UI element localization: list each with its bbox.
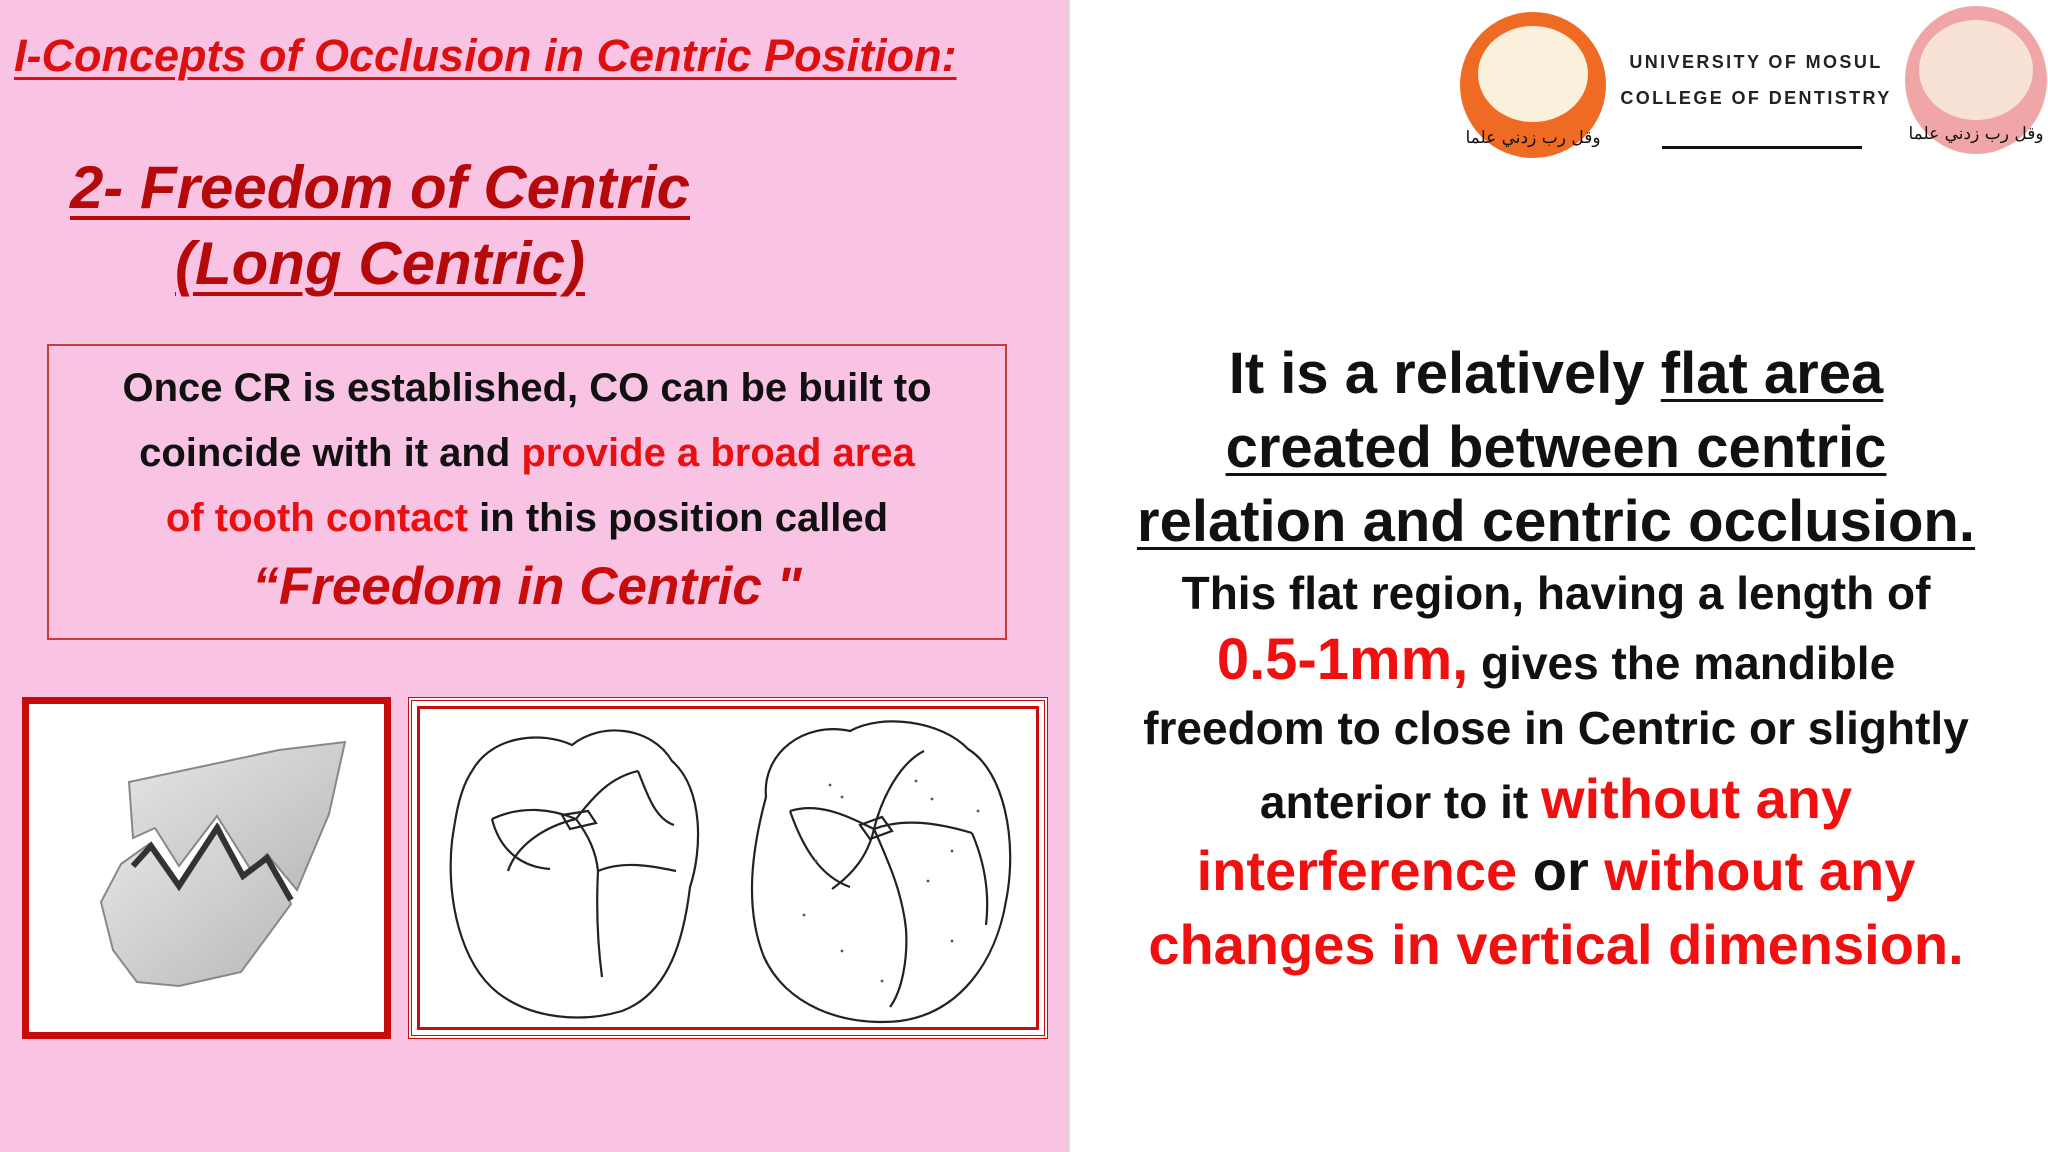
description-line-3: freedom to close in Centric or slightly: [1143, 702, 1969, 754]
subtitle: 2- Freedom of Centric (Long Centric): [60, 150, 700, 302]
concept-text: Once CR is established, CO can be built …: [49, 356, 1005, 551]
header-divider: [1662, 146, 1862, 149]
occlusal-contact-line: [130, 822, 294, 902]
college-logo-emblem: [1919, 20, 2033, 120]
concept-line-1: Once CR is established, CO can be built …: [122, 366, 932, 410]
description-line-5-highlight-b: without any: [1604, 839, 1916, 902]
description-line-4-plain: anterior to it: [1259, 776, 1542, 828]
concept-box: Once CR is established, CO can be built …: [47, 344, 1007, 640]
concept-line-2-highlight: provide a broad area: [521, 431, 915, 475]
university-logo-emblem: [1478, 26, 1588, 122]
college-logo: وقل رب زدني علما: [1905, 6, 2047, 154]
description-line-5-highlight-a: interference: [1196, 839, 1518, 902]
university-logo-script: وقل رب زدني علما: [1465, 128, 1601, 148]
college-logo-script: وقل رب زدني علما: [1908, 124, 2044, 144]
subtitle-line-2: (Long Centric): [175, 230, 585, 297]
subtitle-line-1: 2- Freedom of Centric: [69, 154, 691, 221]
concept-line-3-plain: in this position called: [468, 496, 889, 540]
definition-line-1: It is a relatively flat area: [1086, 337, 2026, 411]
description-line-4-highlight: without any: [1541, 767, 1853, 830]
college-name: COLLEGE OF DENTISTRY: [1620, 88, 1892, 108]
definition-line-3-underlined: relation and centric occlusion.: [1137, 489, 1975, 554]
section-title: I-Concepts of Occlusion in Centric Posit…: [14, 30, 957, 81]
right-molar-pit: [858, 815, 894, 841]
description-line-5: interference or without any: [1086, 838, 2026, 903]
right-molar-outline: [750, 720, 1012, 1023]
university-logo: وقل رب زدني علما: [1460, 12, 1606, 158]
concept-line-3-highlight: of tooth contact: [165, 496, 469, 540]
description-line-6-highlight: changes in vertical dimension.: [1148, 913, 1964, 976]
university-name: UNIVERSITY OF MOSUL: [1629, 52, 1883, 72]
molar-occlusal-figure: [408, 697, 1048, 1039]
description-line-1: This flat region, having a length of: [1181, 567, 1931, 619]
description-line-6: changes in vertical dimension.: [1086, 912, 2026, 977]
left-molar-pit: [560, 809, 598, 831]
description-line-4: anterior to it without any: [1086, 766, 2026, 831]
left-panel: I-Concepts of Occlusion in Centric Posit…: [0, 0, 1070, 1152]
definition-line-2-underlined: created between centric: [1225, 415, 1887, 480]
definition-line-2: created between centric: [1086, 411, 2026, 485]
description-line-5-plain: or: [1517, 839, 1605, 902]
description-line-2-plain: gives the mandible: [1468, 637, 1896, 689]
right-molar-stipple: [802, 779, 980, 983]
cusp-fossa-illustration: [99, 740, 347, 988]
concept-line-2-plain: coincide with it and: [139, 431, 522, 475]
definition-line-1-underlined: flat area: [1660, 341, 1884, 406]
description-line-2: 0.5-1mm, gives the mandible: [1086, 626, 2026, 693]
length-value: 0.5-1mm,: [1216, 627, 1469, 692]
right-molar-grooves: [788, 750, 989, 1008]
cusp-fossa-figure: [22, 697, 391, 1039]
left-molar-outline: [449, 729, 700, 1019]
left-molar-grooves: [490, 769, 677, 978]
molar-occlusal-illustration: [449, 720, 1012, 1023]
definition-line-1-plain: It is a relatively: [1228, 341, 1661, 406]
concept-quote: “Freedom in Centric ": [252, 557, 802, 616]
definition-line-3: relation and centric occlusion.: [1086, 485, 2026, 559]
